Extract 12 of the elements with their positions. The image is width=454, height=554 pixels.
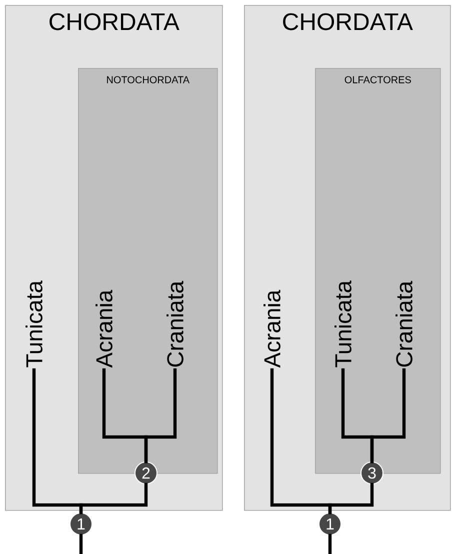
tree-branch [144, 368, 177, 464]
taxon-label: Craniata [396, 280, 412, 367]
taxon-label: Craniata [166, 280, 184, 367]
taxon-label: Acrania [264, 290, 280, 368]
tree-branch [328, 482, 374, 514]
taxon-label: Tunicata [26, 280, 42, 368]
tree-branch [79, 482, 148, 514]
tree-branch [328, 534, 332, 554]
tree-branch [370, 368, 406, 464]
taxon-label: Tunicata [334, 280, 352, 368]
tree-branch [79, 534, 83, 554]
taxon-label: Acrania [96, 290, 112, 368]
